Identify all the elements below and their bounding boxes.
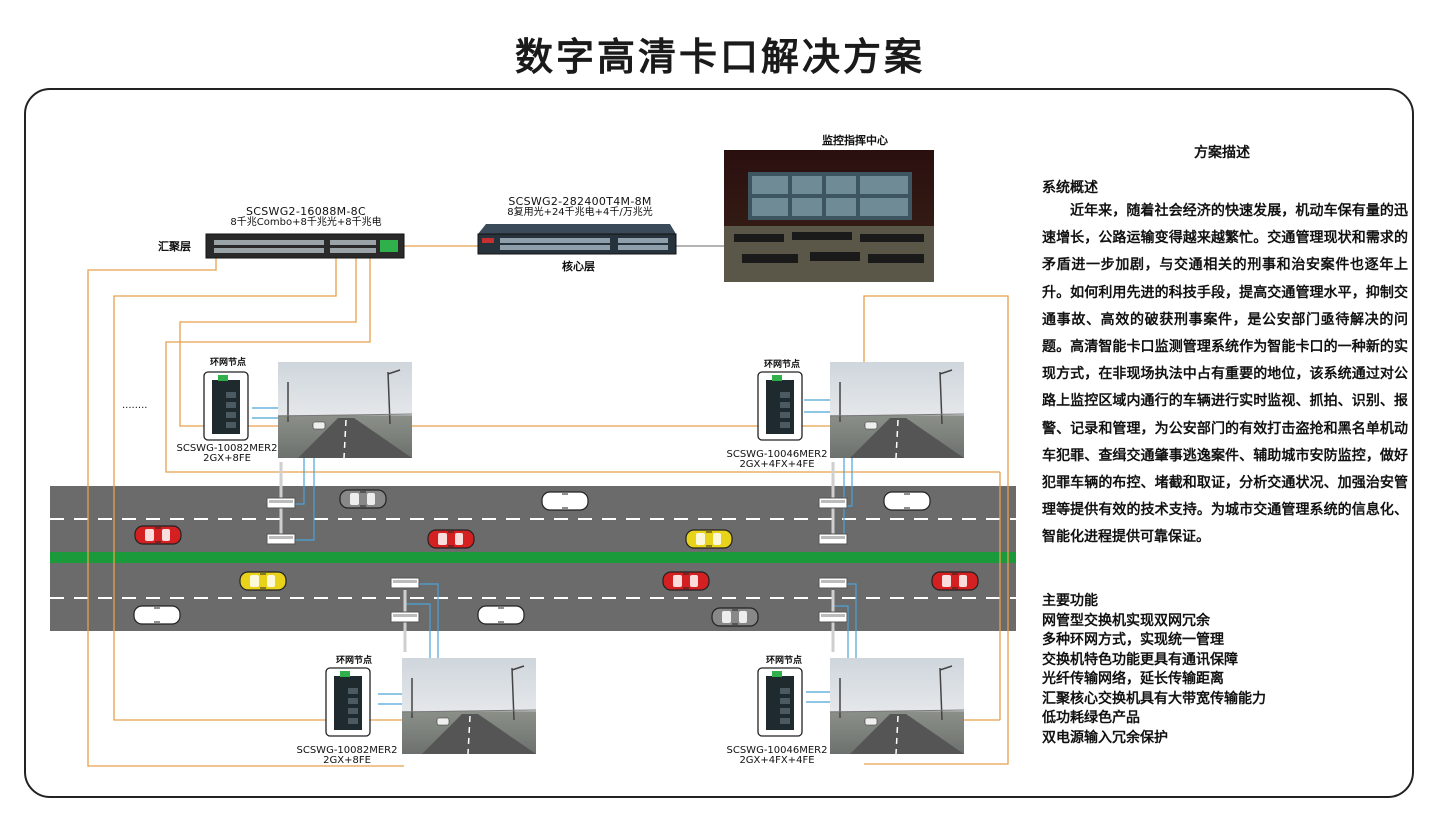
road-photo (401, 657, 537, 755)
core-switch (477, 224, 677, 255)
core-layer-label: 核心层 (562, 260, 595, 273)
ring-node-model: SCSWG-10046MER2 (726, 449, 828, 460)
ring-switch-icon (203, 371, 249, 441)
page-title: 数字高清卡口解决方案 (514, 35, 925, 79)
feature-item: 网管型交换机实现双网冗余 (1042, 612, 1210, 629)
core-model: SCSWG2-282400T4M-8M (508, 195, 652, 208)
overview-text: 近年来，随着社会经济的快速发展，机动车保有量的迅速增长，公路运输变得越来越繁忙。… (1042, 203, 1408, 546)
aggregation-layer-label: 汇聚层 (158, 240, 191, 253)
ring-node-tag: 环网节点 (336, 656, 373, 666)
more-nodes-ellipsis: ........ (122, 400, 148, 411)
ring-switch-icon (325, 667, 371, 737)
core-spec: 8复用光+24千兆电+4千/万兆光 (507, 207, 653, 218)
control-center-photo (724, 150, 934, 282)
camera-icon (818, 497, 848, 509)
camera-icon (818, 533, 848, 545)
features-heading: 主要功能 (1042, 593, 1098, 609)
road-photo (829, 361, 965, 459)
description-overview: 系统概述 近年来，随着社会经济的快速发展，机动车保有量的迅速增长，公路运输变得越… (1042, 178, 1408, 552)
ring-node-model: SCSWG-10082MER2 (176, 443, 278, 454)
features-list: 主要功能 网管型交换机实现双网冗余 多种环网方式，实现统一管理 交换机特色功能更… (1042, 592, 1408, 748)
ring-node-spec: 2GX+4FX+4FE (739, 459, 815, 470)
feature-item: 低功耗绿色产品 (1042, 710, 1140, 726)
aggregation-switch (205, 233, 405, 259)
camera-icon (818, 577, 848, 589)
ring-node-spec: 2GX+8FE (323, 755, 371, 766)
ring-node-spec: 2GX+8FE (203, 453, 251, 464)
aggregation-model: SCSWG2-16088M-8C (246, 205, 366, 218)
camera-icon (266, 533, 296, 545)
overview-heading: 系统概述 (1042, 180, 1098, 196)
road-photo (829, 657, 965, 755)
median-strip (50, 552, 1016, 563)
ring-node-tag: 环网节点 (210, 358, 247, 368)
ring-node-model: SCSWG-10046MER2 (726, 745, 828, 756)
camera-icon (818, 611, 848, 623)
ring-node-spec: 2GX+4FX+4FE (739, 755, 815, 766)
feature-item: 多种环网方式，实现统一管理 (1042, 632, 1224, 648)
control-center-label: 监控指挥中心 (822, 134, 888, 147)
aggregation-spec: 8千兆Combo+8千兆光+8千兆电 (230, 217, 382, 228)
ring-switch-icon (757, 667, 803, 737)
camera-icon (390, 577, 420, 589)
feature-item: 光纤传输网络，延长传输距离 (1042, 671, 1224, 687)
camera-icon (390, 611, 420, 623)
ring-node-tag: 环网节点 (766, 656, 803, 666)
diagram-frame (24, 88, 1414, 798)
feature-item: 双电源输入冗余保护 (1042, 729, 1168, 746)
ring-switch-icon (757, 371, 803, 441)
description-title: 方案描述 (1194, 145, 1250, 161)
ring-node-model: SCSWG-10082MER2 (296, 745, 398, 756)
feature-item: 汇聚核心交换机具有大带宽传输能力 (1042, 690, 1266, 707)
feature-item: 交换机特色功能更具有通讯保障 (1042, 651, 1238, 668)
ring-node-tag: 环网节点 (764, 360, 801, 370)
road-photo (277, 361, 413, 459)
camera-icon (266, 497, 296, 509)
